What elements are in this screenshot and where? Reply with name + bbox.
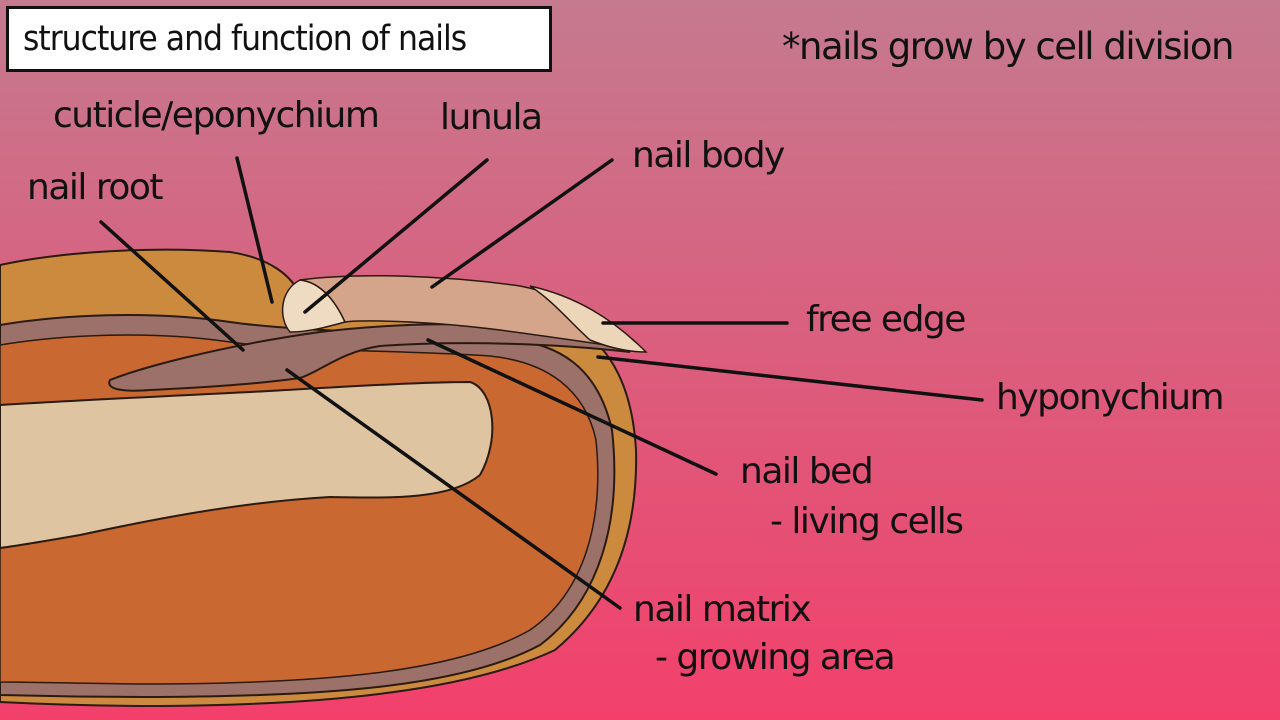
pointer-lines (99, 156, 984, 610)
label-nail-body: nail body (632, 135, 785, 176)
label-hyponychium: hyponychium (996, 377, 1225, 418)
pointer-nail-bed (426, 338, 718, 476)
label-lunula: lunula (440, 97, 543, 138)
nail-root-shape (108, 323, 631, 392)
pointer-lunula (303, 158, 489, 314)
label-nail-matrix: nail matrix (633, 589, 812, 630)
label-nail-bed: nail bed (740, 451, 874, 492)
free-edge-shape (529, 285, 648, 353)
label-nail-root: nail root (27, 167, 164, 208)
pointer-nail-body (430, 158, 614, 289)
bone (0, 380, 494, 550)
label-cuticle-eponychium: cuticle/eponychium (53, 95, 380, 136)
label-nail-bed-note: - living cells (770, 501, 964, 542)
pointer-hyponychium (596, 355, 984, 402)
pointer-nail-matrix (285, 368, 622, 610)
title-box: structure and function of nails (6, 6, 552, 72)
pointer-cuticle (235, 156, 274, 304)
note-nail-growth: *nails grow by cell division (782, 25, 1234, 68)
label-free-edge: free edge (806, 299, 966, 340)
page-title: structure and function of nails (23, 19, 467, 59)
label-nail-matrix-note: - growing area (655, 637, 896, 678)
pointer-nail-root (99, 220, 245, 352)
